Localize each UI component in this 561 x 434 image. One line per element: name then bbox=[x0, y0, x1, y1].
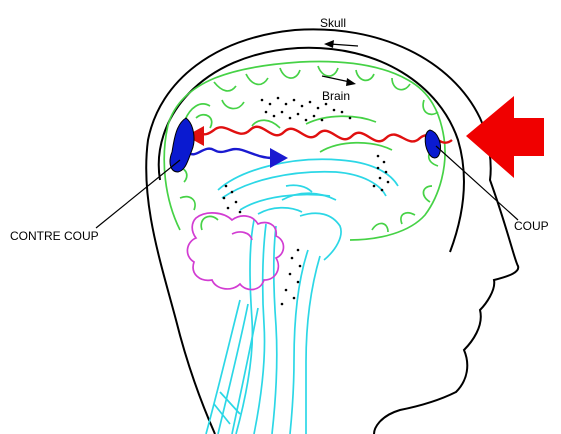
rebound-wave-line bbox=[188, 149, 272, 158]
contre-coup-contusion bbox=[170, 118, 194, 172]
coup-label: COUP bbox=[514, 219, 549, 233]
shock-wave-line bbox=[200, 127, 452, 143]
contusion-dots bbox=[223, 97, 390, 306]
coup-contusion bbox=[425, 130, 440, 158]
skull-label: Skull bbox=[320, 16, 346, 30]
brain-motion-arrow-icon bbox=[322, 76, 356, 86]
brainstem bbox=[206, 159, 398, 434]
brain-label: Brain bbox=[322, 89, 350, 103]
rebound-wave-arrowhead bbox=[270, 148, 288, 168]
contre-coup-label: CONTRE COUP bbox=[10, 229, 99, 243]
skull-motion-arrow-icon bbox=[324, 40, 358, 48]
impact-arrow-icon bbox=[466, 96, 544, 178]
